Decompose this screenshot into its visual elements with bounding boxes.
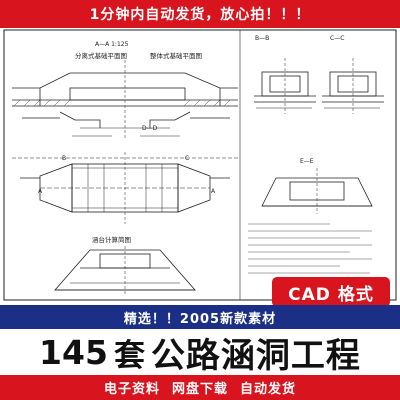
bottom-item-electronic: 电子资料 [103, 382, 160, 397]
title-unit: 套 [113, 337, 145, 374]
promo-band: 精选！！2005新款素材 [0, 305, 400, 329]
bottom-item-download: 网盘下载 [171, 382, 228, 397]
integral-foundation-title: 整体式基础平面图 [150, 51, 202, 60]
badge-text: CAD 格式 [288, 284, 374, 305]
section-dd-label: D—D [142, 125, 158, 132]
section-view-title: 涵台计算简图 [92, 235, 131, 244]
title-main: 公路涵洞工程 [150, 335, 361, 376]
marker-c: C [185, 155, 189, 162]
bottom-bar: 电子资料 网盘下载 自动发货 [0, 375, 400, 400]
marker-a-left: A [38, 188, 43, 195]
bottom-item-delivery: 自动发货 [240, 382, 297, 397]
section-cc-label: C—C [330, 35, 344, 42]
section-bb-label: B—B [255, 35, 269, 42]
cad-format-badge: CAD 格式 [272, 277, 390, 307]
separate-foundation-title: 分离式基础平面图 [75, 51, 127, 60]
top-banner: 1分钟内自动发货，放心拍！！！ [0, 0, 400, 28]
title-row: 145 套 公路涵洞工程 [0, 329, 400, 376]
banner-text: 1分钟内自动发货，放心拍！！！ [89, 7, 311, 23]
marker-a-right: A [211, 188, 216, 195]
cad-drawing: A—A 1:125 分离式基础平面图 整体式基础平面图 D—D A [0, 28, 400, 303]
band-text: 精选！！2005新款素材 [123, 311, 277, 327]
title-number: 145 [39, 332, 108, 372]
cad-drawing-svg: A—A 1:125 分离式基础平面图 整体式基础平面图 D—D A [3, 29, 397, 301]
section-ee-label: E—E [300, 158, 314, 165]
section-aa-label: A—A 1:125 [95, 41, 129, 48]
marker-b: B [62, 155, 66, 162]
